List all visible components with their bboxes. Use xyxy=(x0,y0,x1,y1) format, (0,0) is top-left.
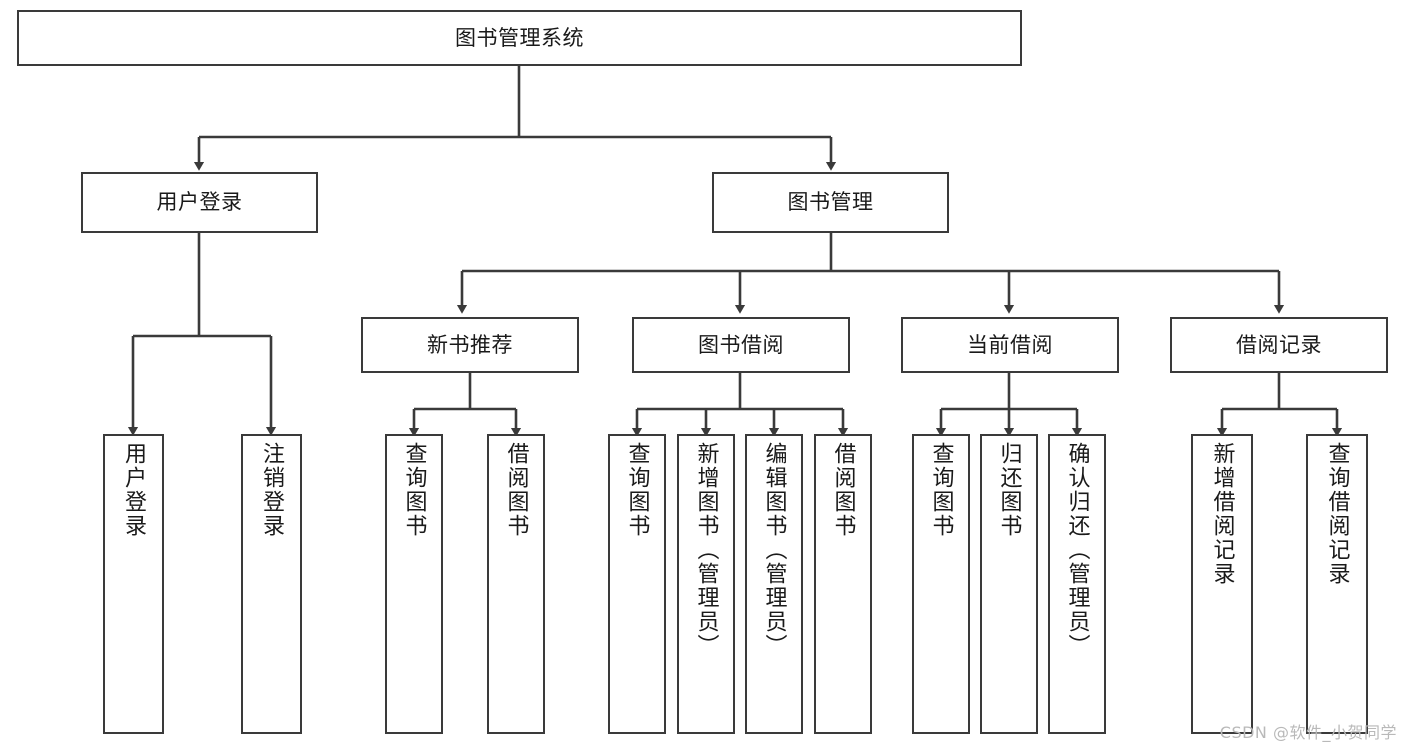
node-leaf-confirm-return-label: 确认归还（管理员） xyxy=(1064,442,1090,658)
node-leaf-add-book[interactable]: 新增图书（管理员） xyxy=(677,434,735,734)
node-leaf-return-book-label: 归还图书 xyxy=(996,442,1022,538)
node-current-borrow[interactable]: 当前借阅 xyxy=(901,317,1119,373)
node-user-login[interactable]: 用户登录 xyxy=(81,172,318,233)
node-borrow-record[interactable]: 借阅记录 xyxy=(1170,317,1388,373)
node-leaf-logout[interactable]: 注销登录 xyxy=(241,434,302,734)
node-leaf-add-record-label: 新增借阅记录 xyxy=(1209,442,1235,586)
watermark-text: CSDN @软件_小贺同学 xyxy=(1219,723,1397,742)
node-leaf-query-book-2-label: 查询图书 xyxy=(624,442,650,538)
node-book-manage-label: 图书管理 xyxy=(787,190,874,215)
node-root[interactable]: 图书管理系统 xyxy=(17,10,1022,66)
node-leaf-query-record[interactable]: 查询借阅记录 xyxy=(1306,434,1368,734)
node-leaf-confirm-return[interactable]: 确认归还（管理员） xyxy=(1048,434,1106,734)
node-leaf-return-book[interactable]: 归还图书 xyxy=(980,434,1038,734)
node-leaf-user-login-label: 用户登录 xyxy=(121,442,147,538)
node-leaf-borrow-book-1[interactable]: 借阅图书 xyxy=(487,434,545,734)
node-leaf-query-record-label: 查询借阅记录 xyxy=(1324,442,1350,586)
node-leaf-borrow-book-2[interactable]: 借阅图书 xyxy=(814,434,872,734)
node-new-book-rec[interactable]: 新书推荐 xyxy=(361,317,579,373)
node-leaf-add-book-label: 新增图书（管理员） xyxy=(693,442,719,658)
node-leaf-borrow-book-1-label: 借阅图书 xyxy=(503,442,529,538)
node-user-login-label: 用户登录 xyxy=(156,190,243,215)
node-root-label: 图书管理系统 xyxy=(455,25,584,50)
node-new-book-rec-label: 新书推荐 xyxy=(427,332,513,357)
node-leaf-logout-label: 注销登录 xyxy=(259,442,285,538)
node-leaf-query-book-2[interactable]: 查询图书 xyxy=(608,434,666,734)
node-leaf-query-book-1[interactable]: 查询图书 xyxy=(385,434,443,734)
node-leaf-edit-book-label: 编辑图书（管理员） xyxy=(761,442,787,658)
node-current-borrow-label: 当前借阅 xyxy=(967,332,1053,357)
node-book-borrow-label: 图书借阅 xyxy=(698,332,784,357)
node-leaf-borrow-book-2-label: 借阅图书 xyxy=(830,442,856,538)
node-borrow-record-label: 借阅记录 xyxy=(1236,332,1322,357)
node-leaf-add-record[interactable]: 新增借阅记录 xyxy=(1191,434,1253,734)
node-leaf-edit-book[interactable]: 编辑图书（管理员） xyxy=(745,434,803,734)
node-book-borrow[interactable]: 图书借阅 xyxy=(632,317,850,373)
node-book-manage[interactable]: 图书管理 xyxy=(712,172,949,233)
node-leaf-user-login[interactable]: 用户登录 xyxy=(103,434,164,734)
node-leaf-query-book-3[interactable]: 查询图书 xyxy=(912,434,970,734)
node-leaf-query-book-1-label: 查询图书 xyxy=(401,442,427,538)
node-leaf-query-book-3-label: 查询图书 xyxy=(928,442,954,538)
